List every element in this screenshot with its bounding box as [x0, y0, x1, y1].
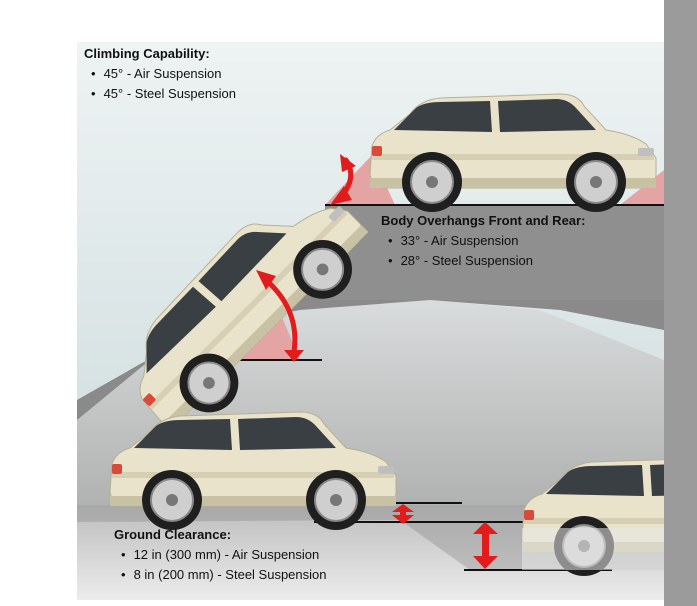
body-overhangs-caption: Body Overhangs Front and Rear: 33° - Air… [381, 213, 585, 273]
car-ground-right [521, 457, 664, 577]
clearance-arrow-large [473, 522, 498, 569]
climb-angle-arrow [263, 277, 298, 355]
climb-arrow-head-top [256, 270, 276, 290]
overhang-arrow-head-bottom [330, 186, 352, 205]
climb-arrow-head-bottom [284, 350, 304, 362]
clearance-item: 12 in (300 mm) - Air Suspension [121, 547, 327, 562]
ground-clearance-caption: Ground Clearance: 12 in (300 mm) - Air S… [114, 527, 327, 587]
climbing-capability-title: Climbing Capability: [84, 46, 210, 61]
climbing-capability-caption: Climbing Capability: 45° - Air Suspensio… [84, 46, 236, 106]
body-overhangs-title: Body Overhangs Front and Rear: [381, 213, 586, 228]
ground-clearance-title: Ground Clearance: [114, 527, 232, 542]
overhang-arrow-head-top [340, 154, 356, 172]
overhang-item: 28° - Steel Suspension [388, 253, 585, 268]
climbing-item: 45° - Steel Suspension [91, 86, 236, 101]
clearance-item: 8 in (200 mm) - Steel Suspension [121, 567, 327, 582]
page-side-bar [664, 0, 697, 606]
overhang-item: 33° - Air Suspension [388, 233, 585, 248]
clearance-arrow-small [392, 504, 414, 524]
climbing-item: 45° - Air Suspension [91, 66, 236, 81]
